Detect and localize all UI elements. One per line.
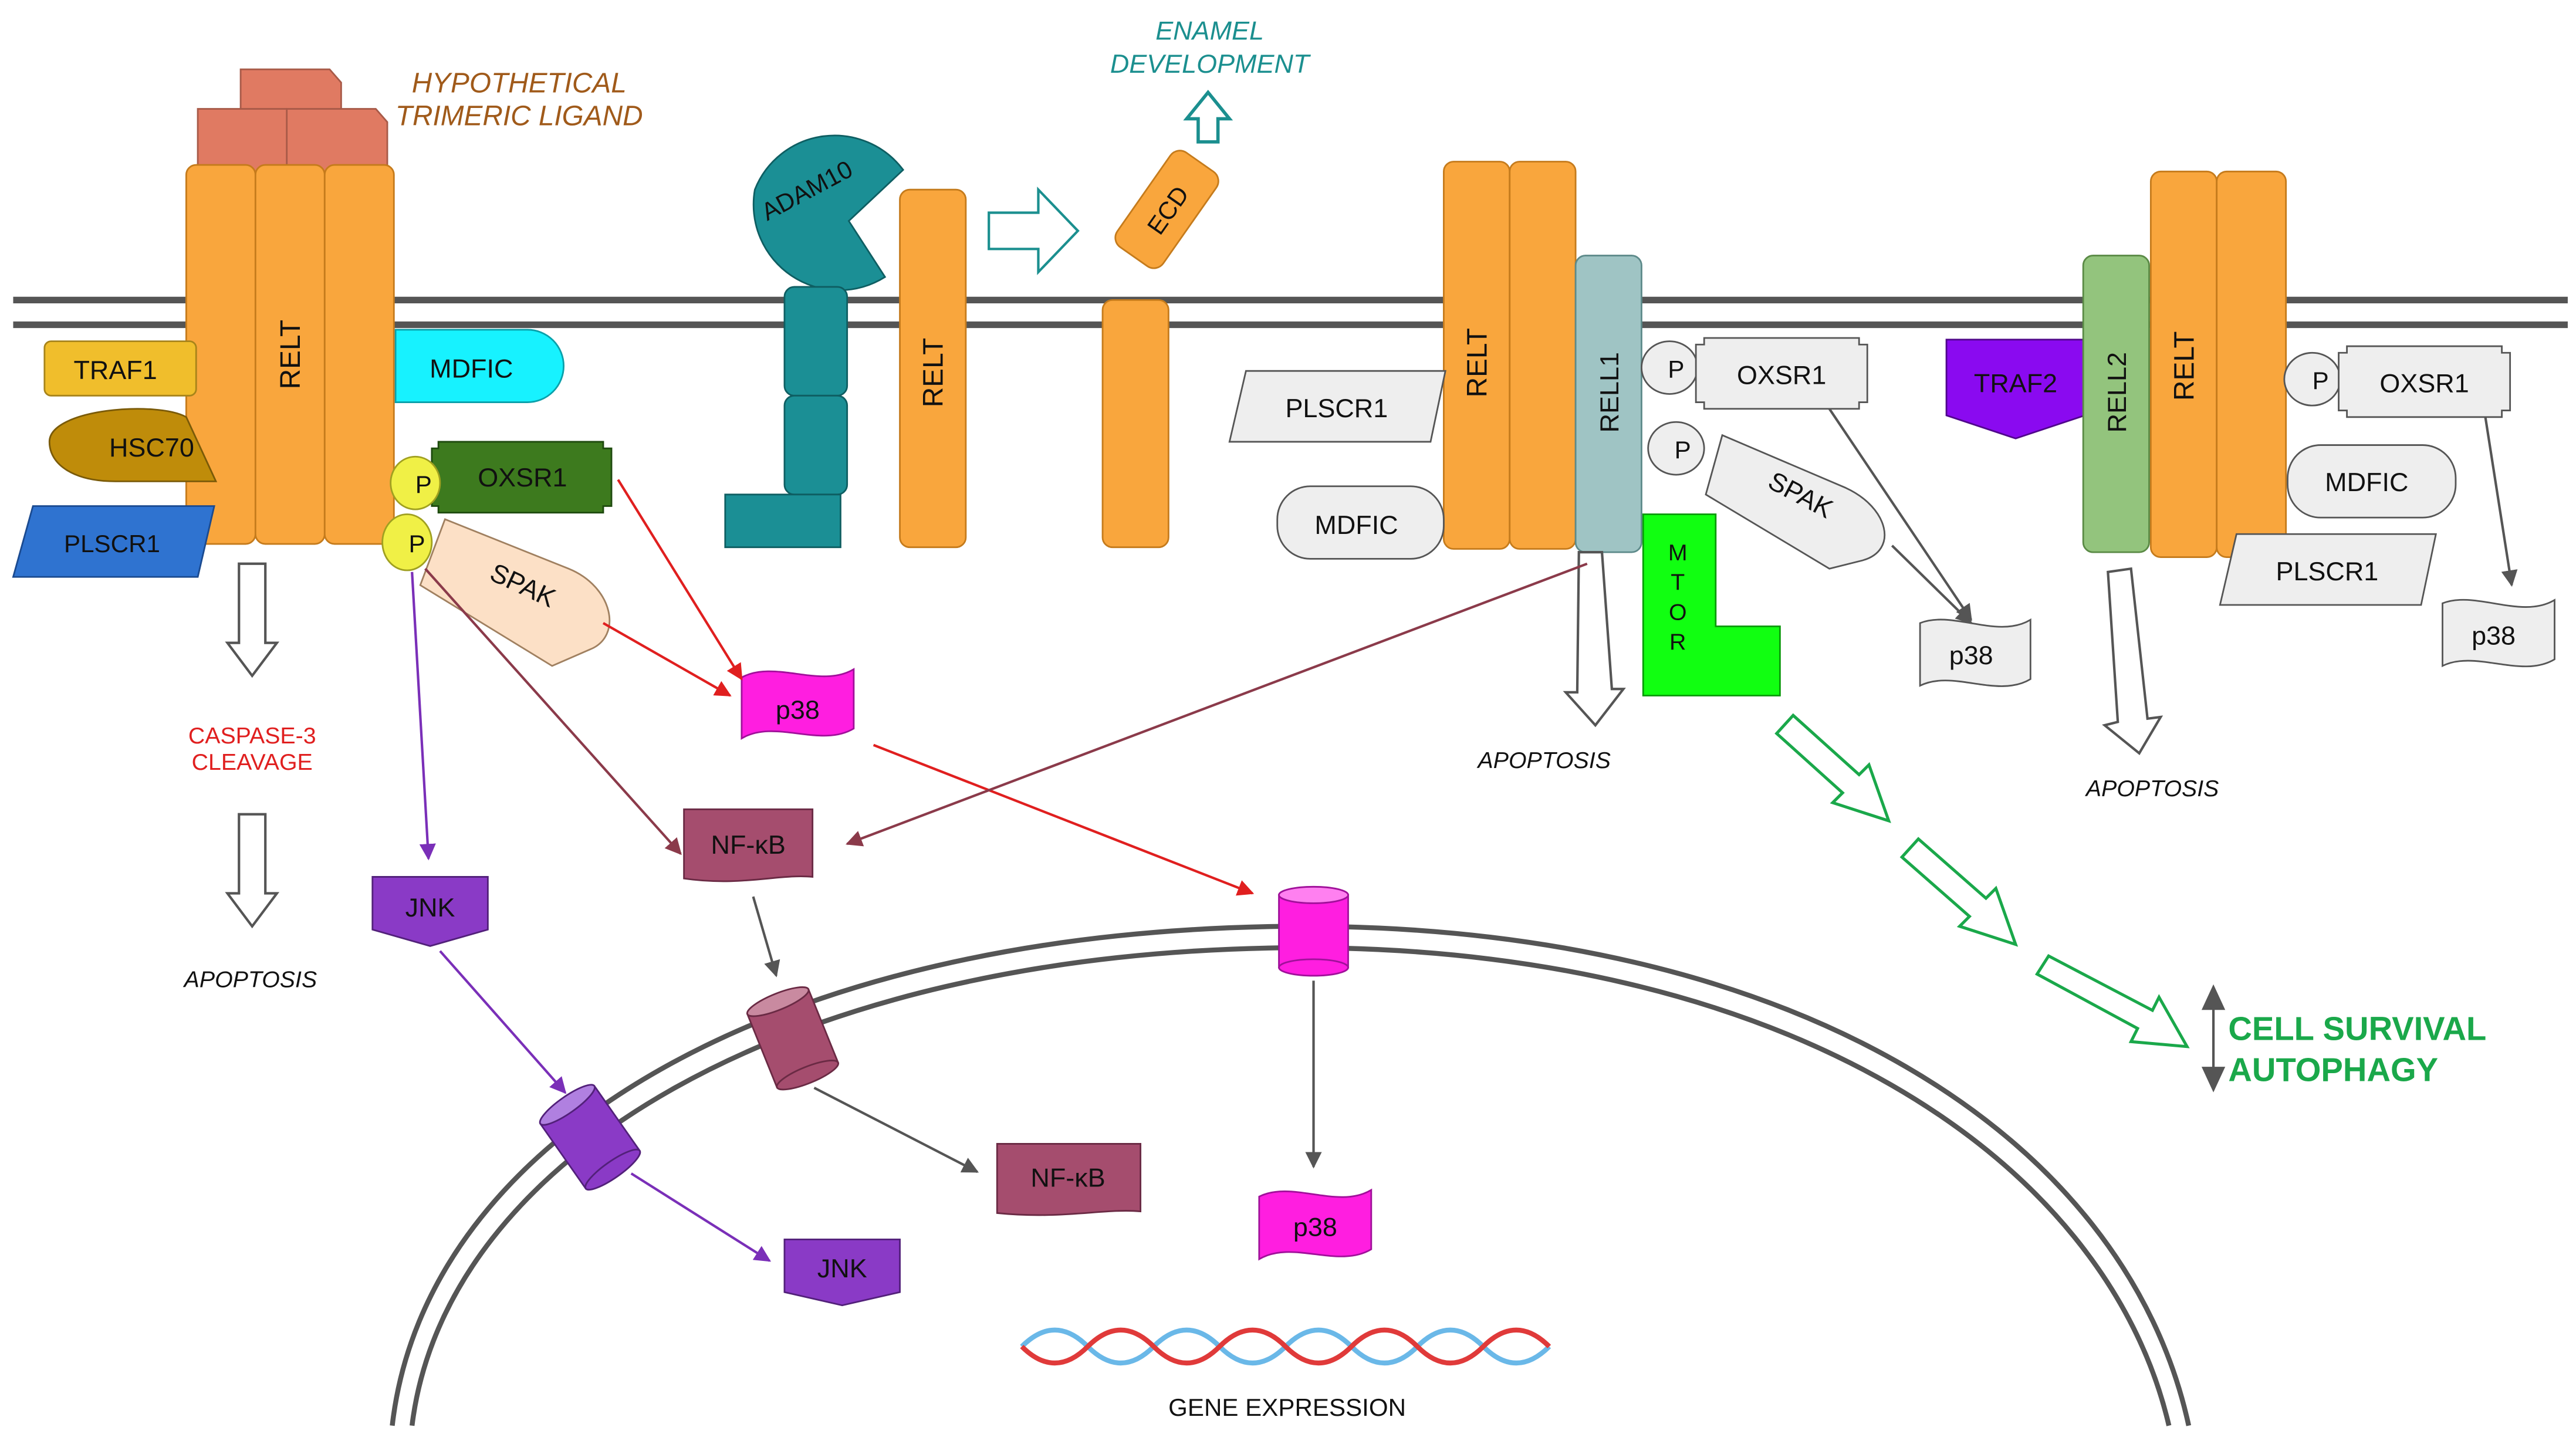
- relt-single-node: RELT: [899, 188, 967, 549]
- plscr1-grey-node-2: PLSCR1: [2219, 533, 2437, 606]
- mdfic-label: MDFIC: [2325, 467, 2408, 497]
- p38-label: p38: [2472, 620, 2516, 650]
- phospho-p-3: P: [1641, 340, 1699, 395]
- plscr1-blue-node: PLSCR1: [12, 505, 215, 578]
- relt-label: RELT: [918, 338, 949, 407]
- hollow-arrow-down: [225, 562, 280, 929]
- p-label: P: [415, 471, 432, 498]
- enamel-up-arrow: [1183, 90, 1233, 144]
- p-label: P: [409, 530, 425, 557]
- hollow-arrow-down: [2102, 567, 2163, 755]
- oxsr1-label: OXSR1: [478, 462, 567, 492]
- rell2-label: RELL2: [2102, 352, 2132, 432]
- p38-label: p38: [1949, 640, 1993, 670]
- phospho-p-1: P: [390, 455, 441, 510]
- p38-label: p38: [776, 695, 820, 725]
- gene-expression-label: GENE EXPRESSION: [1168, 1394, 1406, 1421]
- phospho-p-2: P: [381, 513, 433, 571]
- traf1-label: TRAF1: [73, 355, 157, 385]
- p-label: P: [2313, 367, 2329, 394]
- p38-label: p38: [1293, 1212, 1337, 1242]
- mdfic-grey-node-1: MDFIC: [1276, 485, 1445, 560]
- mdfic-cyan-node: MDFIC: [394, 329, 564, 403]
- jnk-label: JNK: [405, 892, 455, 922]
- traf2-label: TRAF2: [1974, 368, 2057, 398]
- oxsr1-label: OXSR1: [2379, 368, 2469, 398]
- cleavage-arrow: [988, 186, 1080, 275]
- trimeric-ligand: [197, 68, 388, 173]
- phospho-p-4: P: [1647, 421, 1705, 476]
- p38-grey-node-2: p38: [2442, 598, 2555, 668]
- nfkb-label: NF-κB: [711, 830, 786, 860]
- jnk-label: JNK: [817, 1253, 867, 1283]
- adam10-node: ADAM10: [724, 134, 905, 549]
- jnk-cytoplasm-node: JNK: [371, 876, 489, 947]
- p38-nucleus-node: p38: [1258, 1188, 1372, 1261]
- oxsr1-grey-node-1: OXSR1: [1695, 337, 1868, 410]
- rell1-node: RELL1: [1574, 255, 1642, 553]
- p-label: P: [1668, 355, 1684, 383]
- apoptosis-label: APOPTOSIS: [183, 967, 317, 993]
- apoptosis-label: APOPTOSIS: [2085, 776, 2219, 801]
- nuclear-pore-jnk: [539, 1084, 641, 1191]
- hsc70-label: HSC70: [109, 432, 194, 462]
- nfkb-cytoplasm-node: NF-κB: [683, 808, 814, 882]
- apoptosis-label: APOPTOSIS: [1477, 748, 1611, 773]
- nuclear-pore-nfkb: [746, 986, 840, 1091]
- relt-label: RELT: [275, 320, 306, 389]
- relt-dimer-rell2: RELT: [2149, 170, 2287, 558]
- plscr1-label: PLSCR1: [2276, 556, 2378, 586]
- hollow-arrow-down: [1563, 551, 1626, 728]
- rell2-node: RELL2: [2082, 255, 2150, 553]
- hsc70-node: HSC70: [48, 408, 218, 482]
- mdfic-label: MDFIC: [430, 353, 513, 383]
- oxsr1-label: OXSR1: [1737, 360, 1826, 390]
- relt-stub: [1101, 299, 1169, 549]
- jnk-nucleus-node: JNK: [783, 1238, 901, 1307]
- plscr1-grey-node-1: PLSCR1: [1228, 370, 1446, 443]
- nfkb-nucleus-node: NF-κB: [996, 1143, 1142, 1216]
- relt-label: RELT: [1462, 328, 1493, 397]
- phospho-p-5: P: [2283, 351, 2341, 407]
- relt-trimer: RELT: [185, 164, 395, 545]
- survival-hollow-arrows: [1774, 713, 2190, 1049]
- spak-peach-node: SPAK: [419, 518, 611, 667]
- mdfic-grey-node-2: MDFIC: [2287, 444, 2457, 519]
- nfkb-label: NF-κB: [1030, 1162, 1105, 1192]
- relt-label: RELT: [2169, 332, 2200, 401]
- up-down-arrow-icon: [2201, 984, 2226, 1093]
- traf1-node: TRAF1: [43, 340, 197, 397]
- ecd-node: ECD: [1114, 150, 1219, 269]
- oxsr1-green-node: OXSR1: [431, 441, 613, 514]
- plscr1-label: PLSCR1: [64, 530, 160, 557]
- spak-grey-node: SPAK: [1705, 434, 1886, 570]
- p-label: P: [1675, 436, 1691, 464]
- relt-dimer-rell1: RELT: [1443, 161, 1577, 550]
- traf2-node: TRAF2: [1945, 339, 2086, 439]
- plscr1-label: PLSCR1: [1285, 393, 1388, 423]
- dna-helix-icon: [1020, 1327, 1551, 1366]
- nuclear-pore-p38: [1278, 885, 1349, 977]
- rell1-label: RELL1: [1594, 352, 1624, 432]
- mdfic-label: MDFIC: [1314, 510, 1398, 540]
- p38-cytoplasm-node: p38: [741, 668, 855, 740]
- oxsr1-grey-node-2: OXSR1: [2338, 345, 2511, 418]
- signal-arrows: [411, 408, 2518, 1262]
- p38-grey-node-1: p38: [1919, 618, 2031, 687]
